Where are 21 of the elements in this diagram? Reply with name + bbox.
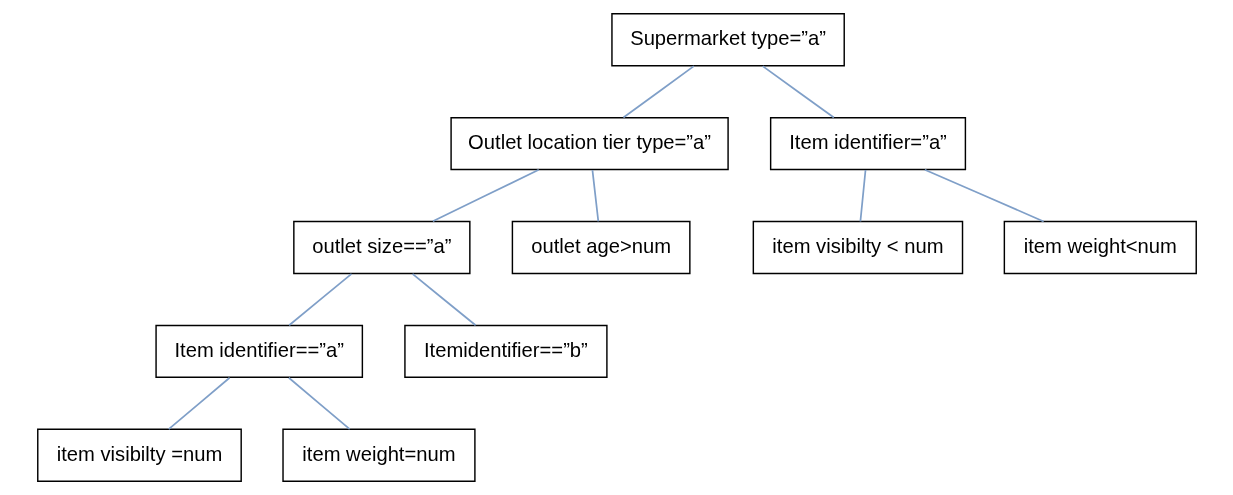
node-box: item visibilty =num (36, 428, 242, 482)
connector (761, 65, 835, 119)
connector (431, 168, 540, 223)
connector (591, 169, 599, 223)
connector (287, 376, 351, 430)
connector (411, 273, 476, 327)
connector (923, 168, 1044, 223)
node-box: item weight=num (281, 428, 476, 482)
connector (622, 65, 695, 119)
node-box: item visibilty < num (752, 220, 963, 275)
connector (167, 376, 230, 430)
node-box: item weight<num (1003, 220, 1197, 275)
node-box: outlet size==”a” (292, 220, 471, 275)
node-box: Item identifier==”a” (154, 324, 363, 379)
node-box: Itemidentifier==”b” (403, 324, 608, 379)
node-box: outlet age>num (511, 220, 691, 275)
connector (859, 169, 866, 223)
connector (287, 273, 352, 327)
node-box: Item identifier=”a” (769, 116, 966, 171)
node-box: Outlet location tier type=”a” (449, 116, 729, 171)
node-box: Supermarket type=”a” (610, 13, 845, 67)
